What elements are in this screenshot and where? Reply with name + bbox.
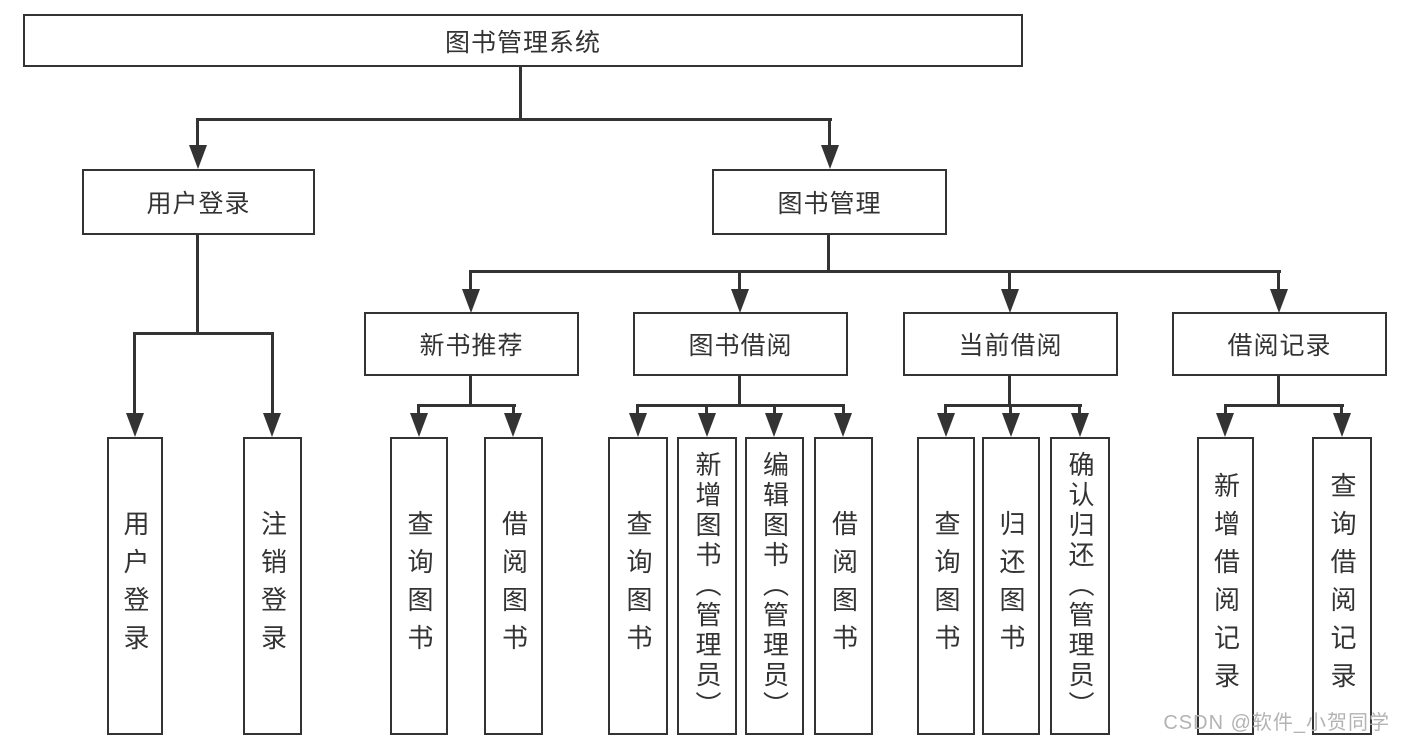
connector-book-mgmt-stem [827,235,830,273]
connector-current-borrow-stem [1008,376,1011,407]
leaf-return-books: 归还图书 [982,437,1040,735]
leaf-recommend-borrow-books-label: 借阅图书 [498,510,529,662]
connector-root-rail [197,118,832,121]
leaf-query-borrow-record-label: 查询借阅记录 [1327,472,1357,700]
connector-to-leaf-login [133,332,136,416]
connector-to-leaf-logout [271,332,274,416]
leaf-current-query-books: 查询图书 [917,437,975,735]
connector-book-borrow-stem [738,376,741,407]
leaf-add-book-admin: 新增图书（管理员） [677,437,737,735]
connector-new-books-rail [417,404,516,407]
connector-new-books-stem [469,376,472,407]
leaf-recommend-query-books: 查询图书 [390,437,448,735]
arrowhead-book-mgmt [821,145,839,169]
connector-borrow-records-stem [1277,376,1280,407]
connector-leaf [1009,404,1012,417]
arrowhead-leaf [504,413,522,437]
leaf-confirm-return-admin-label: 确认归还（管理员） [1065,451,1095,721]
leaf-borrowing-query-books: 查询图书 [608,437,668,735]
leaf-logout: 注销登录 [243,437,302,735]
connector-user-login-stem [196,235,199,335]
arrowhead-leaf [1071,413,1089,437]
connector-leaf [1224,404,1227,417]
leaf-confirm-return-admin: 确认归还（管理员） [1050,437,1110,735]
connector-leaf [944,404,947,417]
leaf-user-login-label: 用户登录 [120,510,150,662]
node-borrowing-records: 借阅记录 [1172,312,1387,376]
node-book-borrowing: 图书借阅 [633,312,848,376]
connector-leaf [417,404,420,417]
arrowhead-current-borrow [1001,289,1019,313]
leaf-add-book-admin-label: 新增图书（管理员） [692,451,722,721]
arrowhead-leaf [698,413,716,437]
leaf-borrowing-borrow-books: 借阅图书 [814,437,873,735]
connector-leaf [1078,404,1081,417]
node-user-login: 用户登录 [82,169,315,235]
arrowhead-leaf [1333,413,1351,437]
leaf-add-borrow-record-label: 新增借阅记录 [1210,472,1241,700]
node-current-borrowing: 当前借阅 [903,312,1118,376]
connector-borrow-records-rail [1224,404,1344,407]
watermark: CSDN @软件_小贺同学 [1163,712,1390,734]
arrowhead-leaf [937,413,955,437]
node-book-management: 图书管理 [712,169,947,235]
connector-to-new-books [469,270,472,291]
arrowhead-leaf [410,413,428,437]
node-new-book-recommend: 新书推荐 [364,312,579,376]
leaf-return-books-label: 归还图书 [996,510,1026,662]
connector-leaf [636,404,639,417]
leaf-borrowing-borrow-books-label: 借阅图书 [828,510,859,662]
arrowhead-borrow-records [1270,289,1288,313]
leaf-borrowing-query-books-label: 查询图书 [623,510,653,662]
leaf-edit-book-admin-label: 编辑图书（管理员） [759,451,790,721]
leaf-query-borrow-record: 查询借阅记录 [1312,437,1372,735]
connector-leaf [1340,404,1343,417]
arrowhead-leaf [1002,413,1020,437]
leaf-recommend-borrow-books: 借阅图书 [484,437,543,735]
arrowhead-book-borrow [731,289,749,313]
connector-root-stem [519,67,522,119]
connector-book-borrow-rail [636,404,845,407]
arrowhead-user-login [189,145,207,169]
connector-book-mgmt-rail [469,270,1281,273]
leaf-recommend-query-books-label: 查询图书 [404,510,434,662]
connector-leaf [842,404,845,417]
arrowhead-new-books [462,289,480,313]
arrowhead-leaf [765,413,783,437]
connector-to-book-mgmt [828,118,831,146]
node-root-system: 图书管理系统 [23,14,1023,67]
connector-leaf [512,404,515,417]
arrowhead-leaf [1216,413,1234,437]
leaf-user-login: 用户登录 [107,437,163,735]
leaf-current-query-books-label: 查询图书 [931,510,961,662]
connector-leaf [773,404,776,417]
leaf-logout-label: 注销登录 [257,510,288,662]
connector-leaf [705,404,708,417]
connector-to-current-borrow [1008,270,1011,291]
arrowhead-leaf-logout [263,413,281,437]
connector-user-login-rail [133,332,274,335]
connector-to-user-login [196,118,199,146]
connector-current-borrow-rail [944,404,1082,407]
arrowhead-leaf-login [126,413,144,437]
arrowhead-leaf [629,413,647,437]
leaf-edit-book-admin: 编辑图书（管理员） [745,437,804,735]
connector-to-borrow-records [1277,270,1280,291]
connector-to-book-borrow [738,270,741,291]
arrowhead-leaf [834,413,852,437]
leaf-add-borrow-record: 新增借阅记录 [1197,437,1254,735]
